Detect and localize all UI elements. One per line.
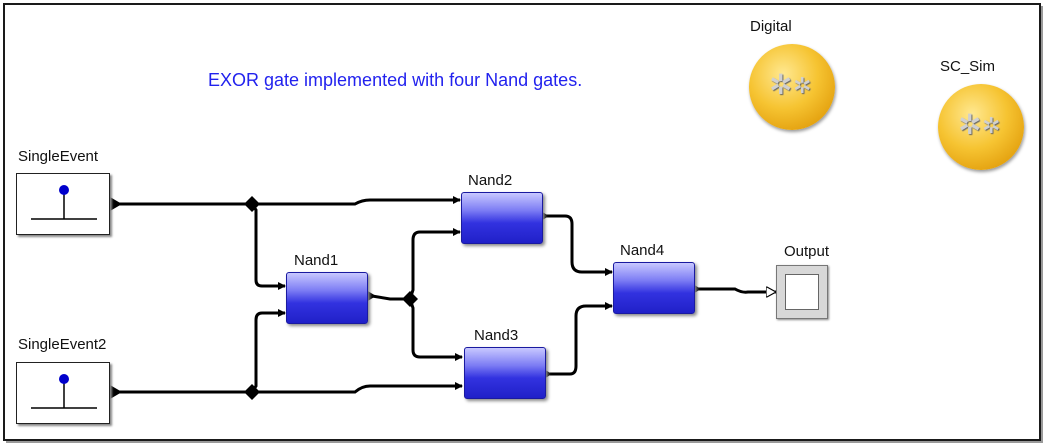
gate-nand2[interactable] [461, 192, 543, 244]
gate-label-nand4: Nand4 [620, 242, 665, 259]
gate-label-nand1: Nand1 [294, 252, 339, 269]
wire-to-nand1-top [250, 203, 286, 290]
source-single-event[interactable] [16, 173, 110, 235]
director-sc-sim[interactable]: ✲ ✲ [938, 84, 1024, 170]
wire-to-nand2-bottom [408, 228, 461, 300]
junction-diamond [402, 291, 418, 307]
gears-icon: ✲ [982, 113, 1001, 138]
source-label-single-event: SingleEvent [18, 148, 99, 165]
gears-icon: ✲ [793, 73, 812, 98]
director-label-sc-sim: SC_Sim [940, 58, 996, 75]
wire-to-nand2-top [252, 196, 461, 206]
wire-to-nand3-bottom [252, 382, 463, 394]
output-port-icon [110, 385, 122, 399]
display-window [785, 274, 819, 310]
sink-label-output: Output [784, 243, 830, 260]
gate-label-nand2: Nand2 [468, 172, 513, 189]
junction-diamond [244, 196, 260, 212]
gears-icon: ✲ [958, 109, 982, 140]
wire-nand3-out [550, 302, 613, 376]
wire-nand2-out [545, 214, 613, 276]
wire-to-nand3-top [408, 298, 463, 361]
wire-to-nand1-bottom [250, 309, 286, 393]
gears-icon: ✲ [769, 69, 793, 100]
gate-nand3[interactable] [464, 347, 546, 399]
gate-nand4[interactable] [613, 262, 695, 314]
gate-label-nand3: Nand3 [474, 327, 519, 344]
wire-nand4-out [697, 289, 776, 292]
director-digital[interactable]: ✲ ✲ [749, 44, 835, 130]
output-port-icon [366, 290, 376, 302]
output-port-icon [110, 197, 122, 211]
diagram-description: EXOR gate implemented with four Nand gat… [208, 70, 583, 90]
impulse-icon [31, 185, 97, 220]
source-label-single-event2: SingleEvent2 [18, 336, 107, 353]
sink-output[interactable] [776, 265, 828, 319]
gate-nand1[interactable] [286, 272, 368, 324]
impulse-icon [31, 374, 97, 409]
junction-diamond [244, 384, 260, 400]
director-label-digital: Digital [750, 18, 792, 35]
source-single-event2[interactable] [16, 362, 110, 424]
